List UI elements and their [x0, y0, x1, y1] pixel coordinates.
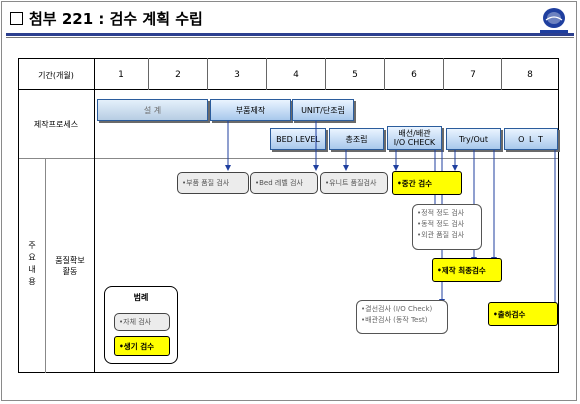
column-header-5: 5 [352, 70, 358, 80]
wiring-item-piping: •배관검사 (동작 Test) [361, 316, 428, 324]
inspection-unit: •유니트 품질검사 [320, 172, 388, 194]
column-header-3: 3 [234, 70, 240, 80]
month-divider [501, 58, 502, 90]
month-divider [266, 58, 267, 90]
checkbox-square-icon [10, 12, 23, 25]
connector-lines [225, 121, 558, 313]
table-top-border [18, 58, 559, 59]
legend-maker-label: •생기 검수 [119, 341, 155, 351]
month-divider [325, 58, 326, 90]
process-bar-design: 설 계 [97, 99, 208, 121]
legend-self-label: •자체 검사 [119, 318, 152, 326]
table-right-border [558, 58, 559, 373]
legend-title: 범례 [133, 293, 149, 302]
table-bottom-border [18, 372, 559, 373]
inspection-shipping: •출하검수 [488, 302, 558, 326]
wiring-item-io: •결선검사 (I/O Check) [361, 305, 433, 313]
inspection-unit-label: •유니트 품질검사 [325, 179, 377, 187]
company-logo-icon [540, 8, 568, 33]
inspection-midterm: •중간 검수 [392, 171, 462, 195]
legend-self-inspection: •자체 검사 [114, 313, 170, 331]
row-label-process: 제작프로세스 [33, 120, 79, 129]
process-bar-parts: 부품제작 [210, 99, 291, 121]
process-bar-bed-level: BED LEVEL [270, 128, 326, 150]
accuracy-item-appearance: •외관 품질 검사 [417, 231, 465, 239]
inspection-parts-label: •부품 품질 검사 [182, 179, 230, 187]
inspection-bed-label: •Bed 레벨 검사 [255, 179, 303, 187]
process-bar-tryout: Try/Out [446, 128, 501, 150]
column-header-6: 6 [411, 70, 417, 80]
month-divider [207, 58, 208, 90]
process-bar-final-assembly: 총조립 [329, 128, 384, 150]
inspection-bed-level: •Bed 레벨 검사 [250, 172, 318, 194]
process-bar-unit: UNIT/단조립 [292, 99, 354, 121]
sub-label-divider [45, 158, 46, 373]
accuracy-item-dynamic: •동적 정도 검사 [417, 220, 465, 228]
month-divider [384, 58, 385, 90]
inspection-wiring-list: •결선검사 (I/O Check) •배관검사 (동작 Test) [356, 300, 448, 334]
legend: 범례 •자체 검사 •생기 검수 [104, 286, 178, 364]
title-underline [6, 33, 574, 36]
inspection-final: •제작 최종검수 [432, 258, 502, 282]
column-header-8: 8 [527, 70, 533, 80]
period-label: 기간(개월) [38, 71, 74, 80]
row-label-qa: 품질확보 활동 [55, 256, 85, 276]
table-header-border [18, 89, 559, 90]
label-column-divider [94, 58, 95, 373]
inspection-accuracy-list: •정적 정도 검사 •동적 정도 검사 •외관 품질 검사 [412, 204, 482, 250]
page-title: 첨부 221 : 검수 계획 수립 [10, 8, 203, 29]
title-underline-thin [6, 37, 574, 38]
inspection-parts: •부품 품질 검사 [177, 172, 249, 194]
column-header-4: 4 [293, 70, 299, 80]
inspection-shipping-label: •출하검수 [493, 309, 526, 319]
column-header-7: 7 [470, 70, 476, 80]
column-header-1: 1 [118, 70, 124, 80]
table-left-border [18, 58, 19, 373]
page-title-text: 첨부 221 : 검수 계획 수립 [29, 10, 203, 28]
process-bar-wiring: 배선/배관 I/O CHECK [387, 126, 442, 150]
row-label-main-content: 주 요 내 용 [28, 241, 36, 286]
table-process-border [18, 158, 559, 159]
inspection-final-label: •제작 최종검수 [437, 265, 486, 275]
inspection-midterm-label: •중간 검수 [397, 178, 433, 188]
month-divider [443, 58, 444, 90]
month-divider [148, 58, 149, 90]
legend-maker-inspection: •생기 검수 [114, 336, 170, 356]
column-header-2: 2 [175, 70, 181, 80]
accuracy-item-static: •정적 정도 검사 [417, 209, 465, 217]
process-bar-olt: O L T [504, 128, 558, 150]
